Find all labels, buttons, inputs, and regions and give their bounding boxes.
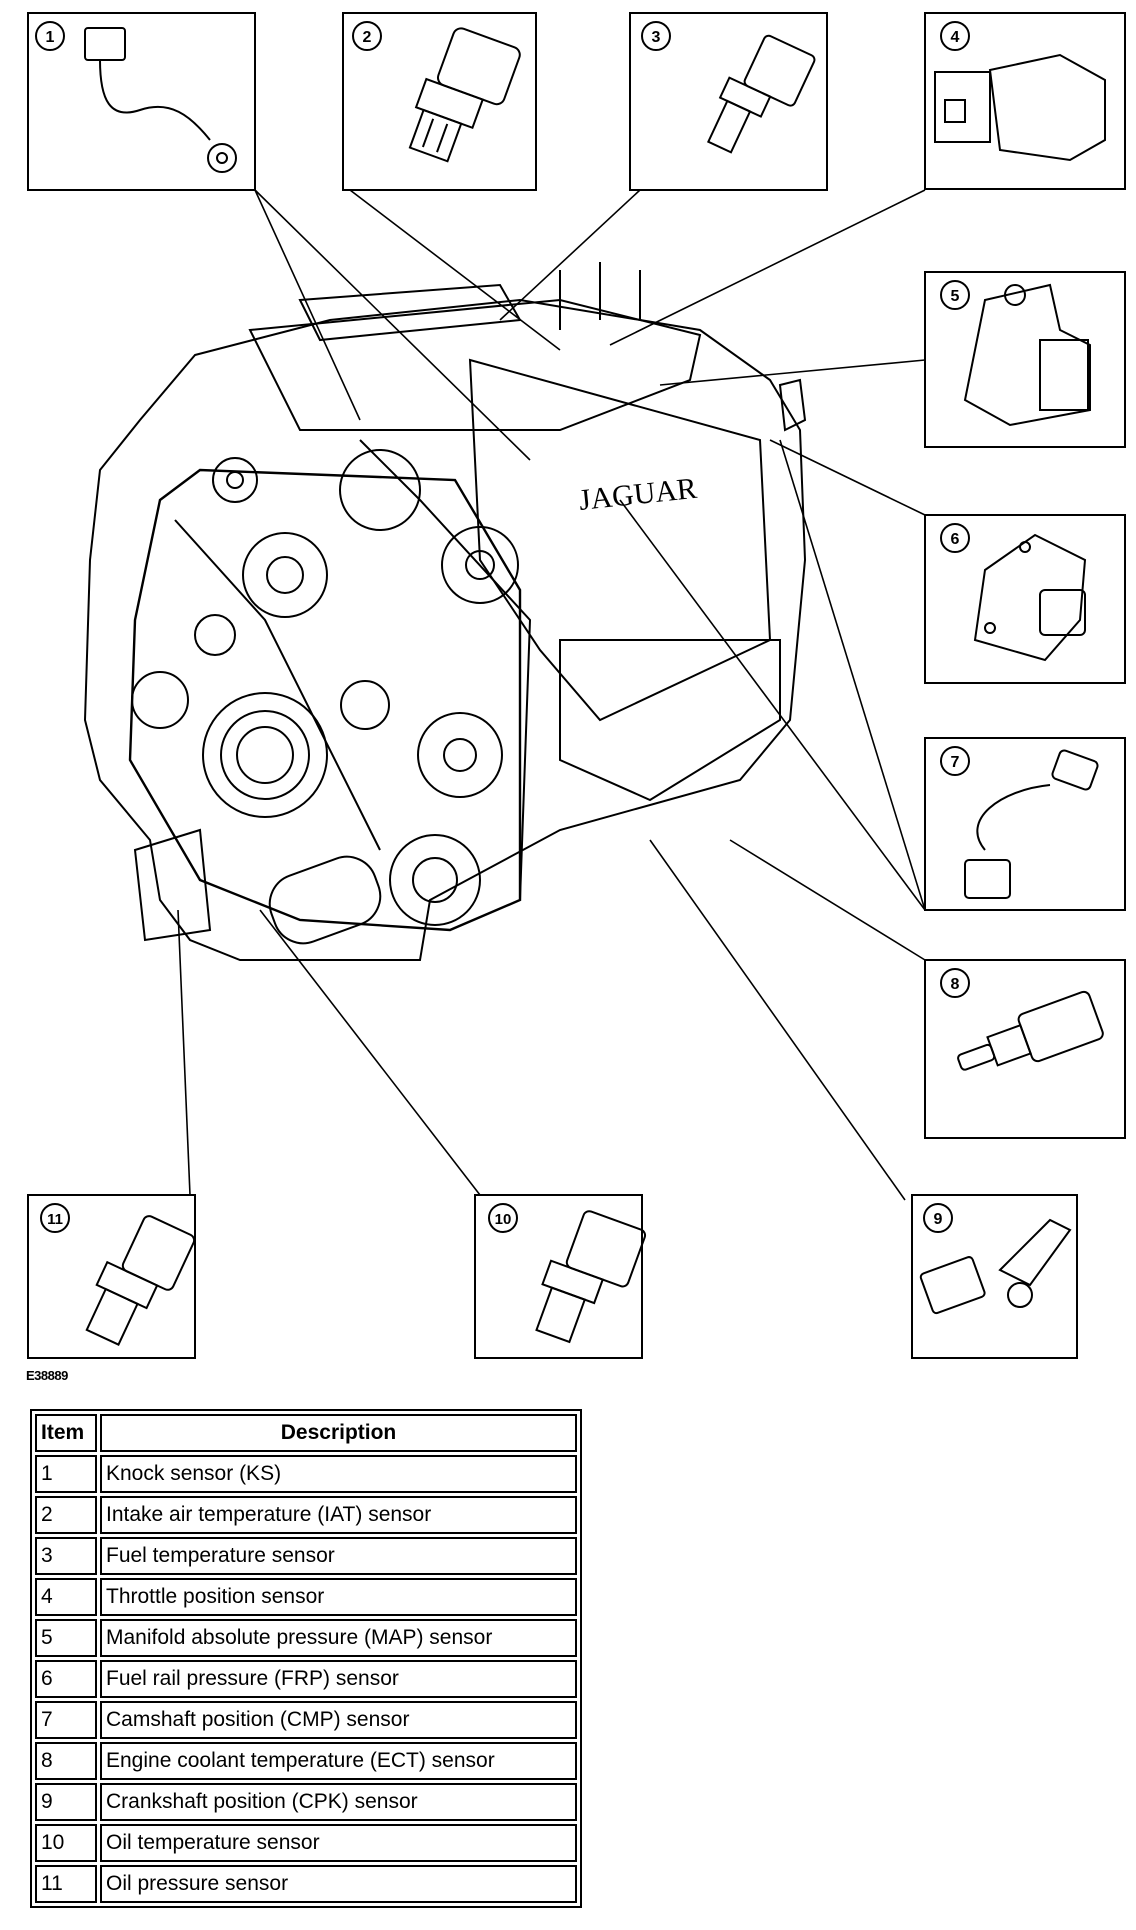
engine-sensor-diagram: JAGUAR 1 2 3 4 (27, 12, 1126, 1359)
callout-number-7: 7 (951, 754, 960, 771)
legend-item-number: 4 (35, 1578, 97, 1616)
callout-box-2: 2 (342, 12, 537, 191)
legend-header-description: Description (100, 1414, 577, 1452)
callout-box-9: 9 (911, 1194, 1078, 1359)
callout-box-8: 8 (924, 959, 1126, 1139)
callout-number-10: 10 (495, 1211, 512, 1228)
callout-box-1: 1 (27, 12, 256, 191)
crankshaft-sensor-icon (919, 1218, 1072, 1315)
callout-box-3: 3 (629, 12, 828, 191)
legend-item-description: Manifold absolute pressure (MAP) sensor (100, 1619, 577, 1657)
oil-temperature-sensor-icon (535, 1210, 647, 1344)
callout-number-8: 8 (951, 976, 960, 993)
callout-number-1: 1 (46, 29, 55, 46)
callout-number-6: 6 (951, 531, 960, 548)
legend-header-row: Item Description (35, 1414, 577, 1452)
legend-item-description: Fuel rail pressure (FRP) sensor (100, 1660, 577, 1698)
map-sensor-icon (963, 283, 1091, 427)
oil-pressure-sensor-icon (85, 1215, 196, 1346)
legend-item-description: Oil temperature sensor (100, 1824, 577, 1862)
callout-box-11: 11 (27, 1194, 196, 1359)
legend-item-description: Throttle position sensor (100, 1578, 577, 1616)
legend-item-number: 9 (35, 1783, 97, 1821)
legend-item-description: Camshaft position (CMP) sensor (100, 1701, 577, 1739)
callout-number-2: 2 (363, 29, 372, 46)
callout-box-10: 10 (474, 1194, 647, 1359)
callout-box-4: 4 (924, 12, 1126, 190)
legend-item-description: Intake air temperature (IAT) sensor (100, 1496, 577, 1534)
knock-sensor-icon (84, 27, 237, 173)
legend-item-description: Engine coolant temperature (ECT) sensor (100, 1742, 577, 1780)
legend-item-number: 2 (35, 1496, 97, 1534)
callout-number-5: 5 (951, 288, 960, 305)
legend-item-description: Fuel temperature sensor (100, 1537, 577, 1575)
engine-badge-text: JAGUAR (577, 472, 698, 517)
frp-sensor-icon (973, 533, 1087, 662)
legend-item-number: 3 (35, 1537, 97, 1575)
cmp-sensor-icon (964, 749, 1099, 899)
legend-item-number: 11 (35, 1865, 97, 1903)
leader-lines (177, 189, 926, 1201)
callout-box-7: 7 (924, 737, 1126, 911)
iat-sensor-icon (408, 27, 521, 163)
legend-header-item: Item (35, 1414, 97, 1452)
callout-number-11: 11 (47, 1211, 63, 1228)
legend-item-number: 6 (35, 1660, 97, 1698)
callout-box-5: 5 (924, 271, 1126, 448)
throttle-position-sensor-icon (934, 53, 1106, 162)
legend-item-number: 8 (35, 1742, 97, 1780)
figure-code: E38889 (26, 1368, 68, 1383)
legend-item-number: 1 (35, 1455, 97, 1493)
legend-item-number: 7 (35, 1701, 97, 1739)
ect-sensor-icon (957, 990, 1104, 1071)
fuel-temperature-sensor-icon (706, 34, 816, 154)
legend-item-description: Crankshaft position (CPK) sensor (100, 1783, 577, 1821)
legend-item-description: Knock sensor (KS) (100, 1455, 577, 1493)
callout-box-6: 6 (924, 514, 1126, 684)
legend-item-number: 10 (35, 1824, 97, 1862)
callout-number-4: 4 (951, 29, 960, 46)
callout-number-3: 3 (652, 29, 661, 46)
engine-illustration (83, 262, 807, 961)
legend-item-number: 5 (35, 1619, 97, 1657)
legend-item-description: Oil pressure sensor (100, 1865, 577, 1903)
callout-number-9: 9 (934, 1211, 943, 1228)
